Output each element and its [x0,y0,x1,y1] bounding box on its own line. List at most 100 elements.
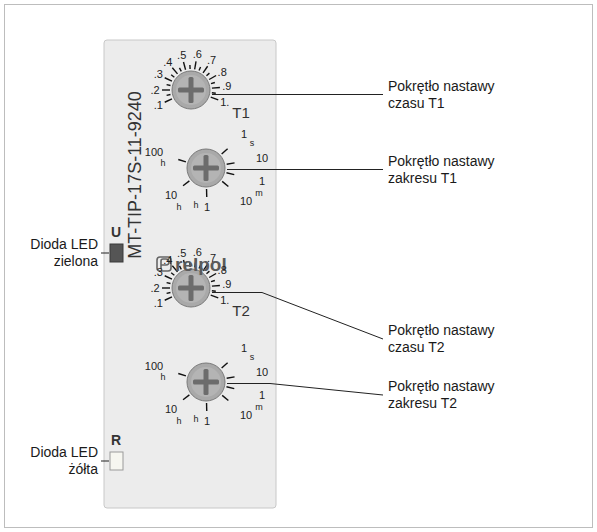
scale-tick [165,78,172,81]
range-number: 10 [256,367,268,378]
scale-tick [212,285,220,287]
scale-tick [179,68,181,72]
range-number: 1 [259,176,265,187]
scale-tick [211,295,219,298]
adjustment-knob [172,269,210,307]
scale-number: .3 [154,69,163,80]
scale-tick [209,274,216,278]
scale-tick [206,189,208,197]
scale-number: 1. [220,97,229,108]
callout-text: Dioda LED zielona [18,236,98,270]
scale-number: .3 [154,267,163,278]
scale-tick [162,287,170,288]
scale-tick [165,99,172,102]
device-panel [104,40,276,508]
scale-tick [165,297,172,300]
scale-tick [167,292,171,294]
scale-tick [211,97,219,100]
scale-tick [222,181,228,186]
scale-tick [209,76,216,80]
scale-tick [178,159,186,161]
range-unit: h [176,417,181,426]
scale-number: .8 [218,265,227,276]
scale-number: .4 [163,255,172,266]
callout-text: Pokrętło nastawy zakresu T1 [388,153,528,187]
scale-tick [226,387,234,389]
led-letter: U [111,225,121,239]
scale-number: .1 [154,100,163,111]
range-number: 1 [204,202,210,213]
scale-number: .7 [207,253,216,264]
callout-text: Pokrętło nastawy czasu T1 [388,78,528,112]
scale-number: .1 [154,298,163,309]
scale-number: .5 [177,248,186,259]
range-number: 1 [241,343,247,354]
scale-tick [167,84,171,86]
scale-number: .2 [150,283,159,294]
adjustment-knob [187,149,225,187]
range-number: 10 [165,404,177,415]
frame [5,5,593,528]
dial-name: T2 [232,303,250,318]
callout-text: Dioda LED żółta [18,444,98,478]
range-unit: h [176,203,181,212]
green-led [110,244,123,262]
scale-tick [172,68,177,74]
scale-tick [171,75,174,77]
scale-tick [222,395,228,400]
range-unit: h [193,201,198,210]
scale-tick [189,65,191,69]
scale-tick [211,280,215,281]
range-unit: m [255,403,263,412]
scale-number: .6 [193,247,202,258]
led-letter: R [111,433,121,447]
callout-text: Pokrętło nastawy zakresu T2 [388,378,528,412]
range-unit: h [160,159,165,168]
scale-tick [167,282,171,284]
scale-number: 1. [220,295,229,306]
range-unit: s [250,139,255,148]
scale-tick [212,92,216,94]
range-number: 1 [204,416,210,427]
range-number: 10 [165,190,177,201]
range-unit: h [160,373,165,382]
scale-tick [212,290,216,292]
adjustment-knob [187,363,225,401]
scale-tick [222,363,228,368]
range-number: 10 [240,196,252,207]
range-number: 10 [256,153,268,164]
scale-tick [199,67,201,71]
range-number: 100 [145,361,163,372]
range-unit: h [193,415,198,424]
scale-number: .9 [222,81,231,92]
dial-name: T1 [232,105,250,120]
range-number: 100 [145,147,163,158]
scale-tick [203,66,208,73]
scale-number: .7 [207,55,216,66]
scale-tick [222,149,228,154]
scale-number: .5 [177,50,186,61]
scale-tick [183,395,189,400]
scale-tick [162,89,170,90]
scale-tick [206,73,209,76]
scale-number: .6 [193,49,202,60]
scale-tick [227,163,235,164]
scale-tick [211,82,215,83]
scale-tick [183,62,185,70]
model-number: MT-TIP-17S-11-9240 [126,91,144,259]
scale-tick [227,377,235,378]
scale-tick [167,94,171,96]
range-unit: m [255,189,263,198]
scale-tick [165,276,172,279]
scale-tick [212,87,220,89]
scale-tick [195,61,196,69]
scale-number: .9 [222,279,231,290]
scale-tick [226,173,234,175]
scale-tick [206,403,208,411]
scale-tick [178,373,186,375]
callout-text: Pokrętło nastawy czasu T2 [388,322,528,356]
scale-tick [183,181,189,186]
adjustment-knob [172,71,210,109]
scale-number: .4 [163,57,172,68]
yellow-led [110,452,123,470]
